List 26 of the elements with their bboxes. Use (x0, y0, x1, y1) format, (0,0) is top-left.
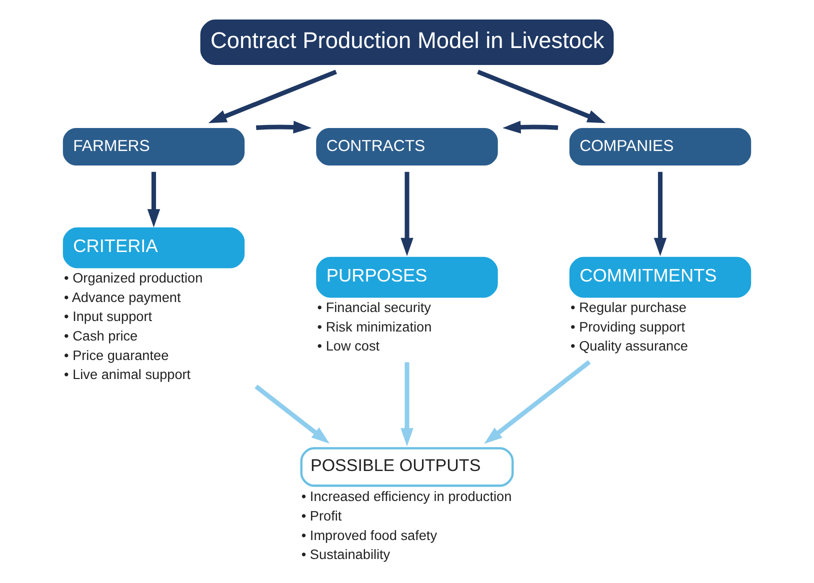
node-label: • Increased efficiency in production (301, 489, 512, 504)
arrow (400, 172, 414, 256)
arrow (256, 120, 312, 134)
node-label: • Sustainability (301, 547, 390, 562)
node-label: • Regular purchase (570, 300, 687, 316)
node-label: • Low cost (317, 338, 380, 354)
arrow (254, 384, 330, 444)
arrow (208, 70, 337, 124)
node-label: • Organized production (64, 270, 203, 286)
node-label: • Quality assurance (570, 338, 688, 354)
arrow (400, 362, 414, 446)
node-label: • Input support (64, 309, 152, 324)
arrow (484, 360, 591, 444)
node-label: • Profit (301, 508, 342, 524)
node-label: • Live animal support (64, 367, 191, 382)
node-label: • Advance payment (64, 290, 181, 305)
arrow (477, 70, 606, 124)
arrow (502, 120, 558, 134)
node-label: • Improved food safety (301, 528, 438, 543)
node-label: • Financial security (317, 300, 431, 316)
node-label: • Cash price (64, 328, 138, 344)
arrow (654, 172, 667, 256)
arrow (147, 172, 160, 228)
node-label: • Price guarantee (64, 348, 169, 363)
node-label: • Risk minimization (317, 319, 432, 334)
node-label: • Providing support (570, 319, 685, 334)
